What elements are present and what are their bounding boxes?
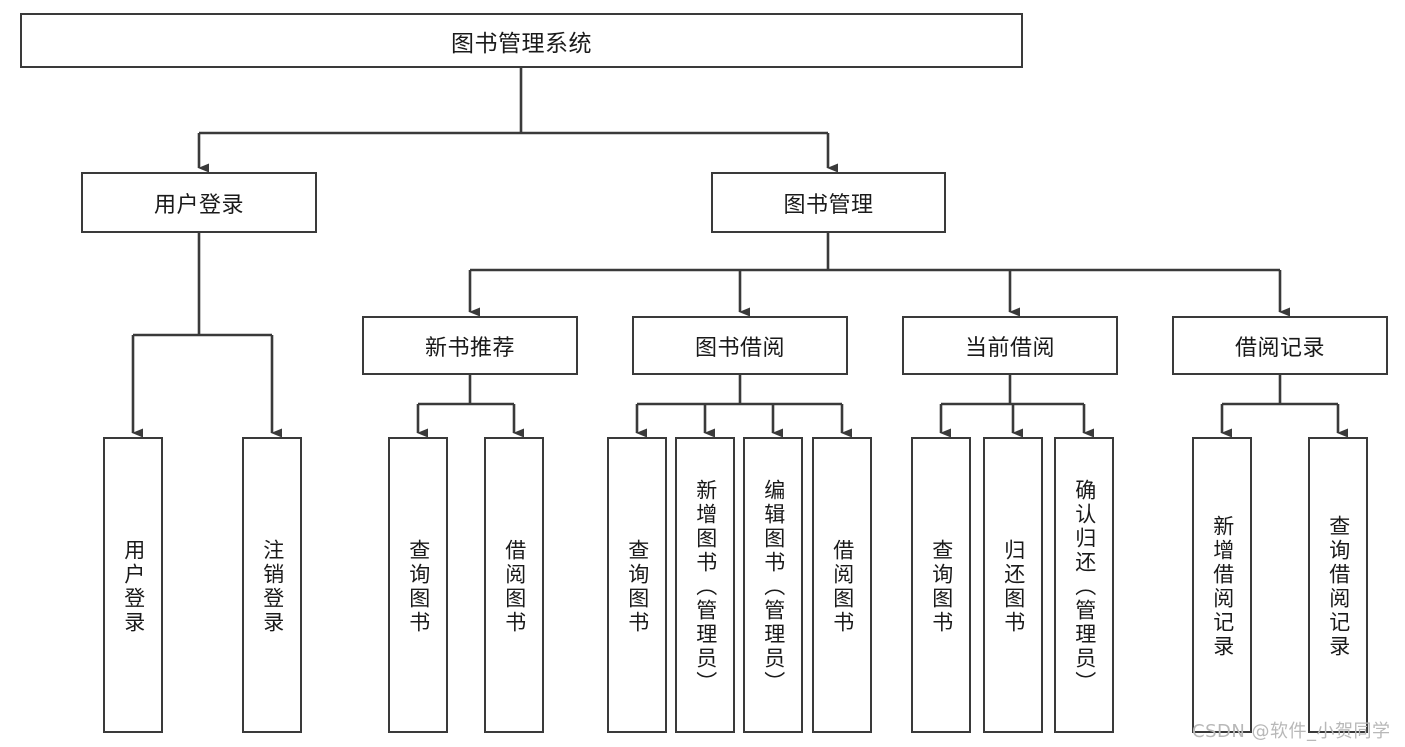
node-label-root: 图书管理系统 <box>451 30 592 57</box>
node-label-leaf-confirm-return: 确认归还（管理员） <box>1072 479 1097 695</box>
node-label-leaf-user-login: 用户登录 <box>121 539 146 635</box>
node-label-new-book-rec: 新书推荐 <box>424 335 515 361</box>
node-label-leaf-query-record: 查询借阅记录 <box>1326 515 1351 659</box>
connector-from-new-book-rec <box>416 375 524 438</box>
csdn-watermark: CSDN @软件_小贺同学 <box>1192 721 1391 742</box>
node-label-leaf-query-book-3: 查询图书 <box>929 539 954 635</box>
node-current-borrow[interactable]: 当前借阅 <box>902 316 1118 375</box>
connector-from-borrow-record <box>1220 375 1348 438</box>
node-label-user-login: 用户登录 <box>153 192 244 218</box>
node-label-leaf-query-book-2: 查询图书 <box>625 539 650 635</box>
node-label-book-manage: 图书管理 <box>783 192 874 218</box>
node-label-leaf-query-book-1: 查询图书 <box>406 539 431 635</box>
node-label-leaf-add-book: 新增图书（管理员） <box>693 479 718 695</box>
node-leaf-borrow-book-2[interactable]: 借阅图书 <box>812 437 872 733</box>
node-book-manage[interactable]: 图书管理 <box>711 172 946 233</box>
node-leaf-logout[interactable]: 注销登录 <box>242 437 302 733</box>
node-label-borrow-record: 借阅记录 <box>1234 335 1325 361</box>
node-leaf-confirm-return[interactable]: 确认归还（管理员） <box>1054 437 1114 733</box>
node-new-book-rec[interactable]: 新书推荐 <box>362 316 578 375</box>
connector-from-book-borrow <box>635 375 852 438</box>
node-label-leaf-add-record: 新增借阅记录 <box>1210 515 1235 659</box>
node-user-login[interactable]: 用户登录 <box>81 172 317 233</box>
node-leaf-query-book-3[interactable]: 查询图书 <box>911 437 971 733</box>
connector-from-current-borrow <box>939 375 1094 438</box>
node-label-leaf-borrow-book-1: 借阅图书 <box>502 539 527 635</box>
node-leaf-return-book[interactable]: 归还图书 <box>983 437 1043 733</box>
node-leaf-borrow-book-1[interactable]: 借阅图书 <box>484 437 544 733</box>
node-label-leaf-edit-book: 编辑图书（管理员） <box>761 479 786 695</box>
node-leaf-query-book-2[interactable]: 查询图书 <box>607 437 667 733</box>
node-label-book-borrow: 图书借阅 <box>694 335 785 361</box>
node-leaf-add-record[interactable]: 新增借阅记录 <box>1192 437 1252 733</box>
node-leaf-query-record[interactable]: 查询借阅记录 <box>1308 437 1368 733</box>
connector-from-book-manage <box>468 233 1290 317</box>
node-leaf-add-book[interactable]: 新增图书（管理员） <box>675 437 735 733</box>
node-book-borrow[interactable]: 图书借阅 <box>632 316 848 375</box>
node-label-leaf-logout: 注销登录 <box>260 539 285 635</box>
node-label-current-borrow: 当前借阅 <box>964 335 1055 361</box>
node-label-leaf-return-book: 归还图书 <box>1001 539 1026 635</box>
node-root[interactable]: 图书管理系统 <box>20 13 1023 68</box>
node-leaf-query-book-1[interactable]: 查询图书 <box>388 437 448 733</box>
node-leaf-user-login[interactable]: 用户登录 <box>103 437 163 733</box>
node-leaf-edit-book[interactable]: 编辑图书（管理员） <box>743 437 803 733</box>
connector-from-user-login <box>131 233 282 438</box>
node-borrow-record[interactable]: 借阅记录 <box>1172 316 1388 375</box>
connector-from-root <box>197 68 838 173</box>
node-label-leaf-borrow-book-2: 借阅图书 <box>830 539 855 635</box>
